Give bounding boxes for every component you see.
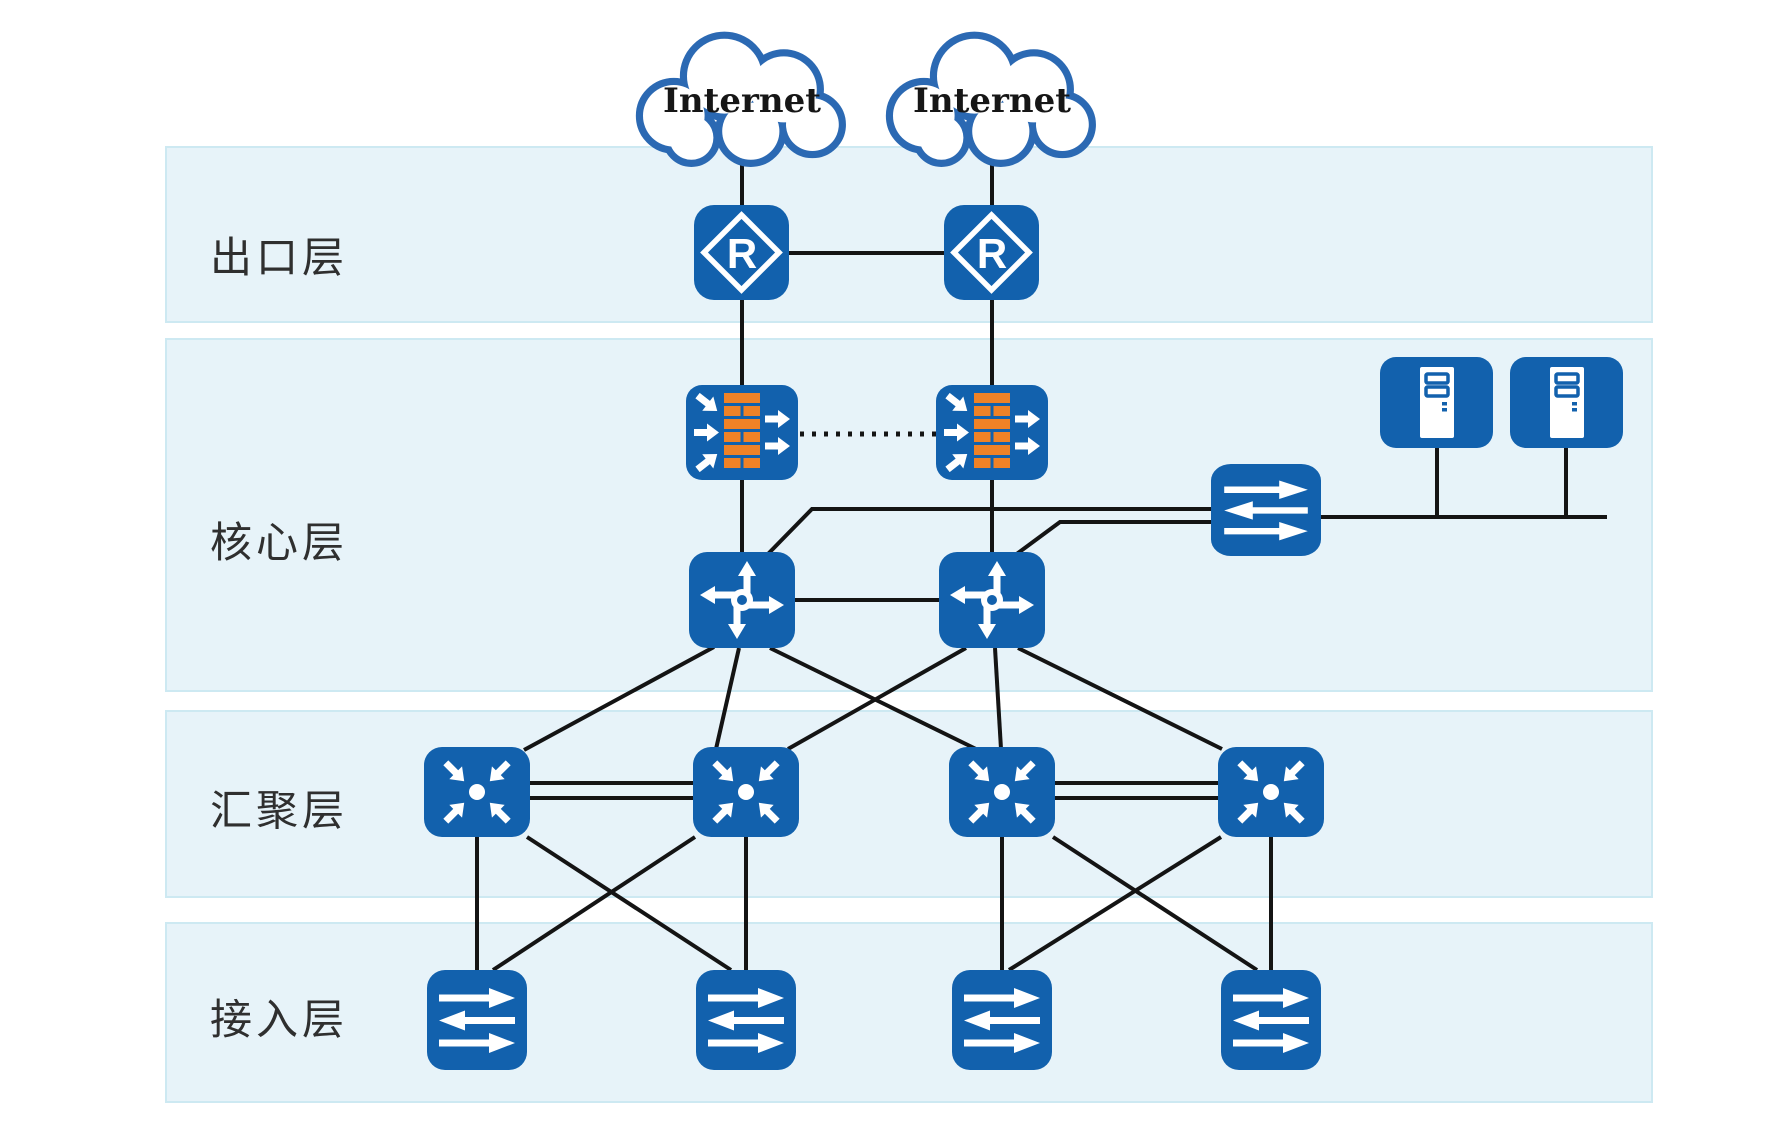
link-core1-agg2 [714,647,741,750]
layer-band-egress [165,146,1653,323]
l3-core-switch-icon-1 [689,552,795,648]
layer-label-egress: 出口层 [210,233,349,282]
server-icon-1 [1378,355,1495,450]
link-core2-agg4 [1017,646,1223,751]
layer-label-aggregation: 汇聚层 [210,786,349,835]
layer-label-access: 接入层 [210,995,349,1044]
aggregation-switch-icon-3 [949,747,1055,837]
link-agg4-acc3 [1007,835,1223,972]
firewall-icon-2 [936,385,1048,480]
l2-switch-icon-access-4 [1221,970,1321,1070]
layer-band-aggregation [165,710,1653,898]
layer-band-access [165,922,1653,1103]
router-2-label: R [977,230,1007,277]
l2-switch-icon-access-2 [696,970,796,1070]
l2-switch-icon-servers [1211,464,1321,556]
link-agg1-acc2 [525,835,733,972]
link-core1-serverswitch [764,507,1211,558]
link-core1-agg1 [523,645,715,752]
aggregation-switch-icon-1 [424,747,530,837]
l2-switch-icon-access-3 [952,970,1052,1070]
link-agg2-acc1 [491,835,697,972]
layer-label-core: 核心层 [210,518,349,567]
server-icon-2 [1508,355,1625,450]
aggregation-switch-icon-4 [1218,747,1324,837]
link-core2-agg3 [993,647,1003,750]
internet-cloud-2-label: Internet [913,81,1071,121]
internet-cloud-1-label: Internet [663,81,821,121]
aggregation-switch-icon-2 [693,747,799,837]
router-1-label: R [727,230,757,277]
firewall-icon-1 [686,385,798,480]
l2-switch-icon-access-1 [427,970,527,1070]
link-agg3-acc4 [1051,835,1259,972]
link-core2-serverswitch [1012,520,1211,558]
l3-core-switch-icon-2 [939,552,1045,648]
link-core2-agg2 [787,646,967,751]
